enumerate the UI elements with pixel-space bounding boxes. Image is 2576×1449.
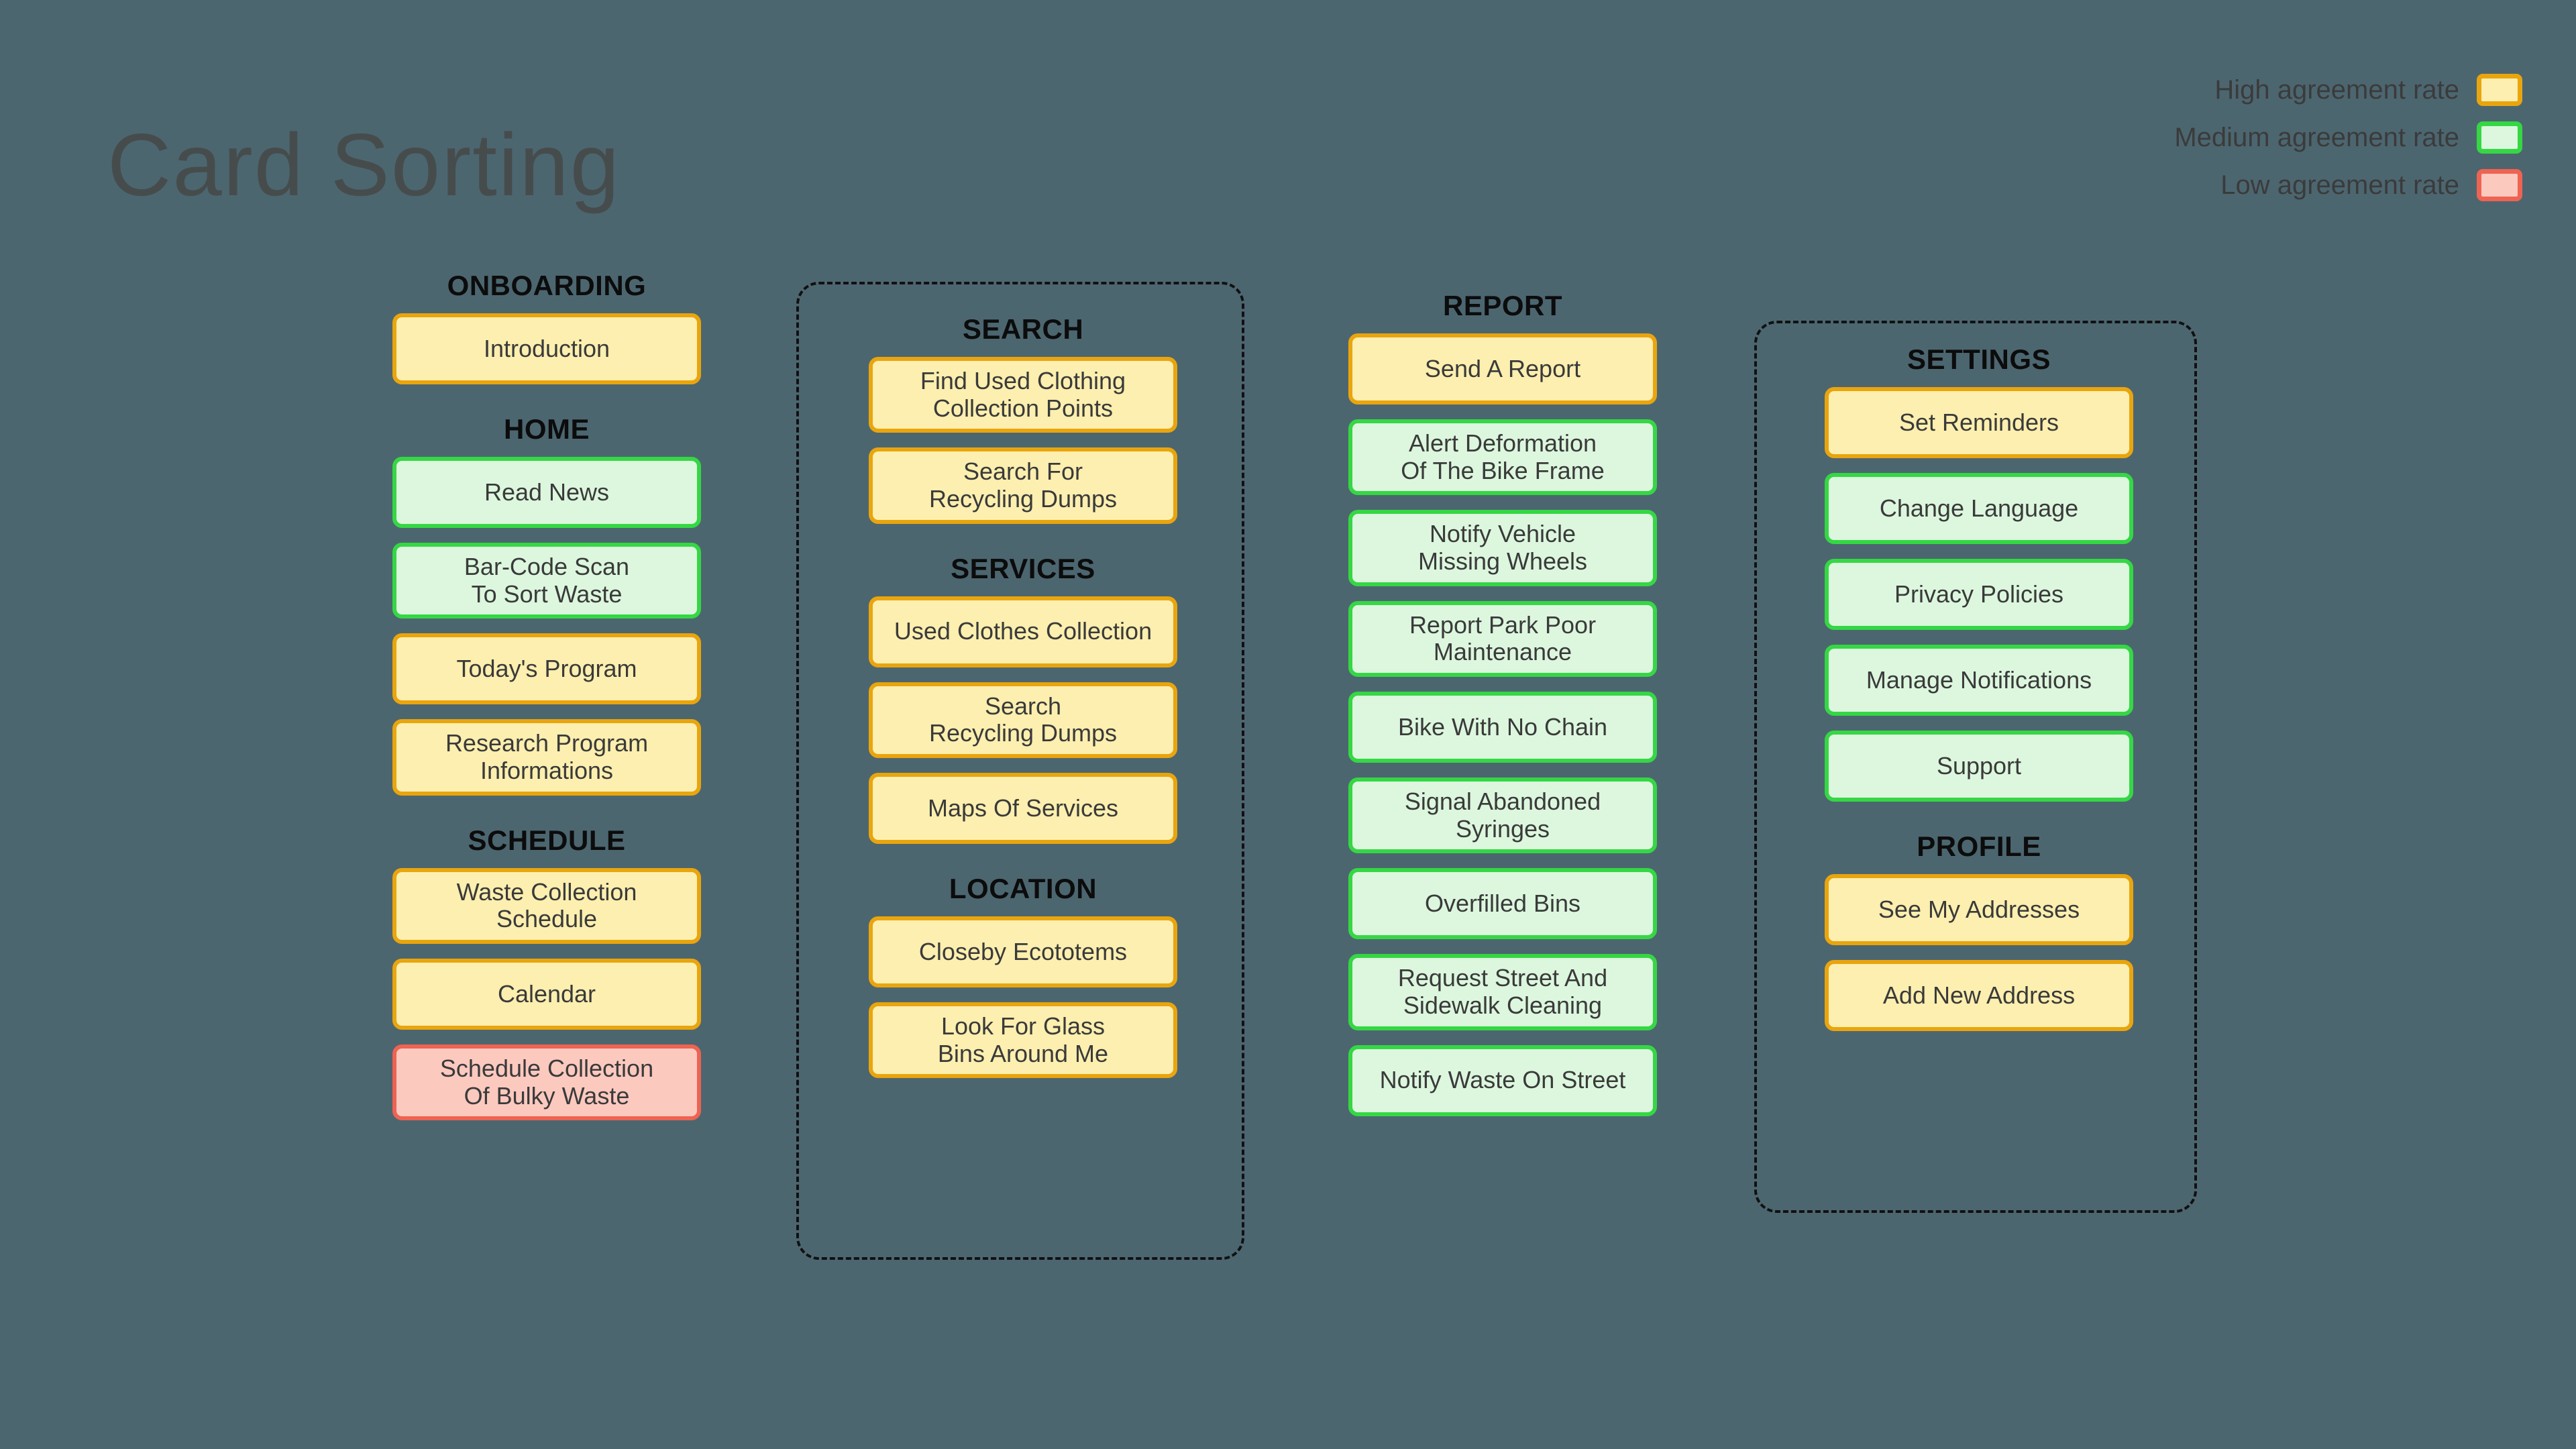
card-item[interactable]: Send A Report (1348, 333, 1657, 405)
card-item[interactable]: Set Reminders (1825, 387, 2133, 458)
legend-swatch-medium-icon (2477, 121, 2522, 154)
card-item[interactable]: Add New Address (1825, 960, 2133, 1031)
card-item[interactable]: Find Used Clothing Collection Points (869, 357, 1177, 433)
card-item[interactable]: Notify Vehicle Missing Wheels (1348, 510, 1657, 586)
card-item[interactable]: Look For Glass Bins Around Me (869, 1002, 1177, 1079)
group-title-report: REPORT (1442, 290, 1562, 321)
card-item[interactable]: Manage Notifications (1825, 645, 2133, 716)
legend-item-low: Low agreement rate (2220, 169, 2522, 201)
group-title-profile: PROFILE (1917, 830, 2041, 862)
card-item[interactable]: Search For Recycling Dumps (869, 447, 1177, 524)
card-item[interactable]: Change Language (1825, 473, 2133, 544)
legend-label-medium: Medium agreement rate (2174, 122, 2459, 152)
card-item[interactable]: See My Addresses (1825, 874, 2133, 945)
card-group-search: SEARCH Find Used Clothing Collection Poin… (869, 315, 1177, 524)
legend-item-medium: Medium agreement rate (2174, 121, 2522, 154)
group-title-home: HOME (504, 413, 590, 445)
card-item[interactable]: Signal Abandoned Syringes (1348, 777, 1657, 854)
card-item[interactable]: Calendar (392, 959, 701, 1030)
card-item[interactable]: Maps Of Services (869, 773, 1177, 845)
card-item[interactable]: Notify Waste On Street (1348, 1044, 1657, 1116)
card-item[interactable]: Privacy Policies (1825, 559, 2133, 630)
group-title-onboarding: ONBOARDING (447, 270, 647, 301)
card-item[interactable]: Overfilled Bins (1348, 868, 1657, 940)
group-title-location: LOCATION (949, 873, 1097, 905)
card-item[interactable]: Closeby Ecototems (869, 916, 1177, 988)
legend-swatch-high-icon (2477, 74, 2522, 106)
card-item[interactable]: Used Clothes Collection (869, 596, 1177, 667)
card-item[interactable]: Support (1825, 731, 2133, 802)
card-item[interactable]: Introduction (392, 313, 701, 384)
card-item[interactable]: Research Program Informations (392, 719, 701, 796)
card-item[interactable]: Bike With No Chain (1348, 692, 1657, 763)
group-title-search: SEARCH (962, 313, 1084, 345)
card-item[interactable]: Waste Collection Schedule (392, 867, 701, 945)
legend-item-high: High agreement rate (2214, 74, 2522, 106)
card-item[interactable]: Alert Deformation Of The Bike Frame (1348, 419, 1657, 496)
group-title-schedule: SCHEDULE (468, 824, 626, 856)
card-item[interactable]: Report Park Poor Maintenance (1348, 600, 1657, 678)
card-item[interactable]: Search Recycling Dumps (869, 682, 1177, 759)
card-item[interactable]: Bar-Code Scan To Sort Waste (392, 543, 701, 619)
card-item[interactable]: Schedule Collection Of Bulky Waste (392, 1044, 701, 1121)
legend-label-high: High agreement rate (2214, 74, 2459, 105)
card-item[interactable]: Read News (392, 457, 701, 528)
card-column-search: SEARCH Find Used Clothing Collection Poin… (869, 315, 1177, 1079)
group-title-settings: SETTINGS (1907, 343, 2051, 375)
group-title-services: SERVICES (951, 552, 1095, 584)
legend-swatch-low-icon (2477, 169, 2522, 201)
page-title: Card Sorting (107, 115, 621, 215)
card-group-onboarding: ONBOARDING Introduction (392, 272, 701, 384)
card-item[interactable]: Request Street And Sidewalk Cleaning (1348, 954, 1657, 1030)
legend: High agreement rate Medium agreement rat… (2174, 74, 2522, 201)
legend-label-low: Low agreement rate (2220, 170, 2459, 200)
card-item[interactable]: Today's Program (392, 633, 701, 705)
